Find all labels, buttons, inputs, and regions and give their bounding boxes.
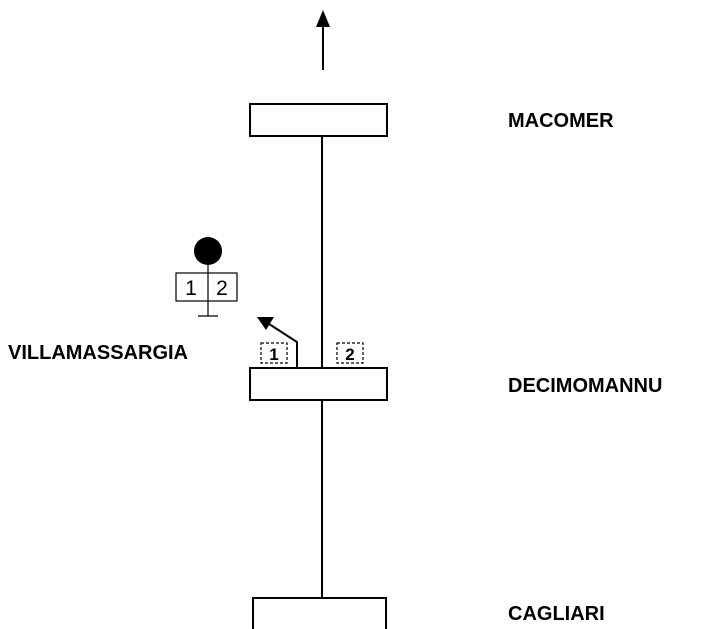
station-box-decimomannu bbox=[249, 367, 388, 401]
platform-label-2: 2 bbox=[345, 345, 354, 364]
signal-lamp-icon bbox=[194, 237, 222, 265]
platform-label-1: 1 bbox=[269, 345, 278, 364]
signal-track-box bbox=[175, 272, 238, 302]
platform-box-1 bbox=[260, 342, 288, 364]
station-box-macomer bbox=[249, 103, 388, 137]
station-label-decimomannu: DECIMOMANNU bbox=[508, 375, 662, 397]
north-direction-arrow bbox=[316, 10, 330, 70]
platform-box-2 bbox=[336, 342, 364, 364]
branch-villamassargia-arrow bbox=[257, 317, 298, 368]
signal-track-1: 1 bbox=[185, 277, 197, 300]
station-label-villamassargia: VILLAMASSARGIA bbox=[8, 342, 188, 364]
signal-track-2: 2 bbox=[216, 277, 228, 300]
station-label-macomer: MACOMER bbox=[508, 110, 614, 132]
station-box-cagliari bbox=[252, 597, 387, 629]
station-label-cagliari: CAGLIARI bbox=[508, 603, 605, 625]
signal-symbol: 1 2 bbox=[175, 237, 238, 317]
